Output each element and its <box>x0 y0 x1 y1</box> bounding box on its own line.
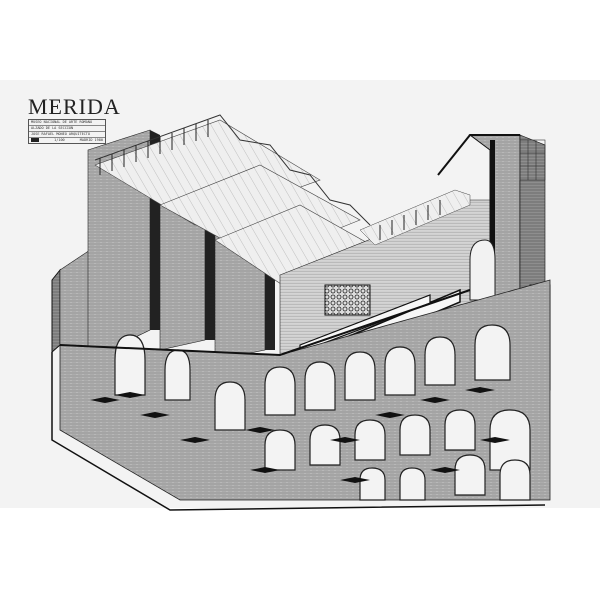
logo-icon <box>31 138 39 142</box>
title-block-table: MUSEO NACIONAL DE ARTE ROMANO ALZADO DE … <box>28 119 106 144</box>
mosaic-panel <box>324 284 371 316</box>
date-text: MADRID 1980 <box>79 138 103 142</box>
arcade-base <box>51 279 551 511</box>
title-block-line: MUSEO NACIONAL DE ARTE ROMANO <box>29 120 105 126</box>
drawing-title: MERIDA <box>28 94 121 119</box>
title-block-footer: 1/100 MADRID 1980 <box>29 138 105 143</box>
title-block-line: JOSE RAFAEL MONEO ARQUITECTO <box>29 132 105 138</box>
title-block-line: ALZADO DE LA SECCION <box>29 126 105 132</box>
scale-text: 1/100 <box>54 138 65 142</box>
stepped-roofs <box>94 114 381 291</box>
title-block: MERIDA MUSEO NACIONAL DE ARTE ROMANO ALZ… <box>28 94 121 144</box>
